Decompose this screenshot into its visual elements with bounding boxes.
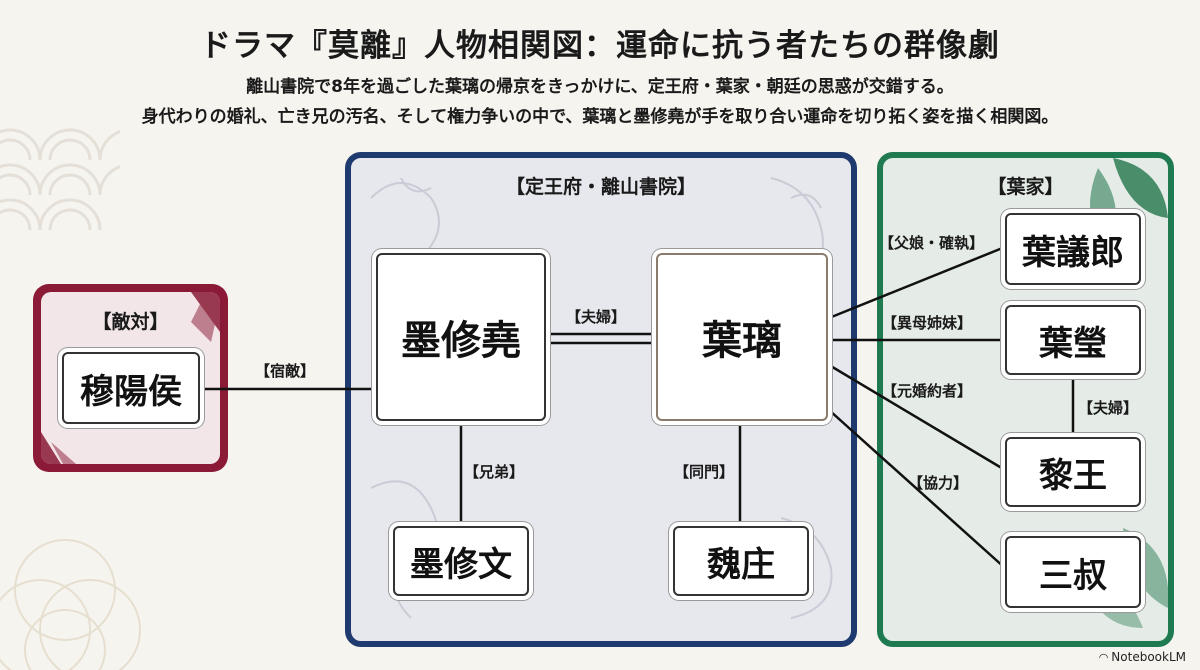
relation-label-cooperation: 【協力】 [908,474,969,492]
relation-label-classmates: 【同門】 [674,463,735,481]
ye-group-label: 【葉家】 [987,176,1064,198]
circle-pattern-decoration [0,539,141,670]
character-san-shu: 三叔 [1005,536,1141,608]
enemy-group-label: 【敵対】 [92,311,169,333]
enemy-ornament [41,292,220,464]
character-ye-ying: 葉瑩 [1005,305,1141,375]
brand-watermark: ◠NotebookLM [1099,650,1186,664]
subtitle-line-1: 離山書院で8年を過ごした葉璃の帰京をきっかけに、定王府・葉家・朝廷の思惑が交錯す… [246,77,954,97]
character-li-wang: 黎王 [1005,437,1141,507]
relation-label-couple-main: 【夫婦】 [566,308,627,326]
notebooklm-logo-icon: ◠ [1098,651,1109,664]
page-title: ドラマ『莫離』人物相関図：運命に抗う者たちの群像劇 [200,28,1000,64]
character-ye-li: 葉璃 [656,253,828,421]
relation-label-enemy: 【宿敵】 [255,362,316,380]
relation-label-ex-fiance: 【元婚約者】 [882,382,973,400]
brand-label: NotebookLM [1111,650,1186,664]
character-ye-yilang: 葉議郎 [1005,213,1141,285]
character-mo-xiuwen: 墨修文 [393,526,529,596]
relation-label-couple-ye: 【夫婦】 [1078,399,1139,417]
relation-label-half-sisters: 【異母姉妹】 [882,314,973,332]
relation-label-brothers: 【兄弟】 [464,463,525,481]
main-group-label: 【定王府・離山書院】 [505,176,696,198]
character-wei-zhuang: 魏庄 [673,526,809,596]
character-mu-yanghou: 穆陽侯 [62,352,200,424]
relation-label-father: 【父娘・確執】 [879,234,985,252]
character-mo-xiuyao: 墨修堯 [376,253,546,421]
subtitle-line-2: 身代わりの婚礼、亡き兄の汚名、そして権力争いの中で、葉璃と墨修堯が手を取り合い運… [141,107,1059,127]
wave-pattern-decoration [0,128,120,231]
